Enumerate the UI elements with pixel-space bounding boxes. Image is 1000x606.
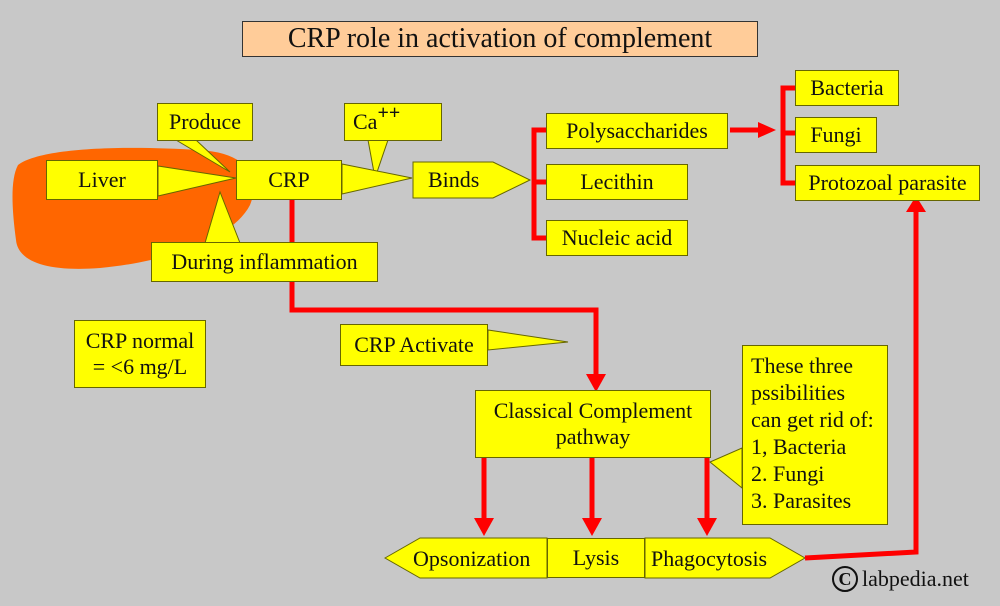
binds-label: Binds xyxy=(428,167,480,192)
arrowhead-poly xyxy=(758,122,776,138)
bacteria-box: Bacteria xyxy=(795,70,899,106)
arrowhead-phagocytosis xyxy=(697,518,717,536)
possibilities-pointer xyxy=(709,447,743,490)
diagram-title: CRP role in activation of complement xyxy=(242,21,758,57)
protozoal-parasite-box: Protozoal parasite xyxy=(795,165,980,201)
produce-box: Produce xyxy=(157,103,253,141)
copyright-text: labpedia.net xyxy=(862,566,969,591)
arrowhead-pathway xyxy=(586,374,606,392)
phagocytosis-protozoa-connector xyxy=(804,210,919,561)
liver-crp-pointer xyxy=(157,165,237,197)
phagocytosis-shape xyxy=(644,537,807,579)
binds-arrow-box xyxy=(412,161,532,199)
crp-activate-pointer xyxy=(487,329,569,351)
opsonization-label: Opsonization xyxy=(413,546,531,571)
ca-box: Ca++ xyxy=(344,102,442,141)
during-inflammation-box: During inflammation xyxy=(151,242,378,282)
phagocytosis-label: Phagocytosis xyxy=(651,546,768,571)
lecithin-box: Lecithin xyxy=(546,164,688,200)
crp-binds-pointer xyxy=(341,163,413,195)
crp-normal-box: CRP normal = <6 mg/L xyxy=(74,320,206,388)
arrowhead-protozoa xyxy=(906,196,926,212)
polysaccharides-box: Polysaccharides xyxy=(546,113,728,149)
copyright-icon: C xyxy=(832,566,858,592)
fungi-box: Fungi xyxy=(795,117,877,153)
ca-label: Ca xyxy=(353,109,378,134)
arrowheads xyxy=(474,122,926,536)
ca-superscript: ++ xyxy=(377,102,401,124)
copyright-watermark: C labpedia.net xyxy=(832,566,969,592)
red-connectors xyxy=(289,85,919,561)
arrowhead-opsonization xyxy=(474,518,494,536)
crp-box: CRP xyxy=(236,160,342,200)
arrowhead-lysis xyxy=(582,518,602,536)
lysis-box: Lysis xyxy=(547,538,645,578)
classical-pathway-box: Classical Complement pathway xyxy=(475,390,711,458)
three-possibilities-box: These three pssibilities can get rid of:… xyxy=(742,345,888,525)
crp-activate-box: CRP Activate xyxy=(340,324,488,366)
liver-box: Liver xyxy=(46,160,158,200)
nucleic-acid-box: Nucleic acid xyxy=(546,220,688,256)
